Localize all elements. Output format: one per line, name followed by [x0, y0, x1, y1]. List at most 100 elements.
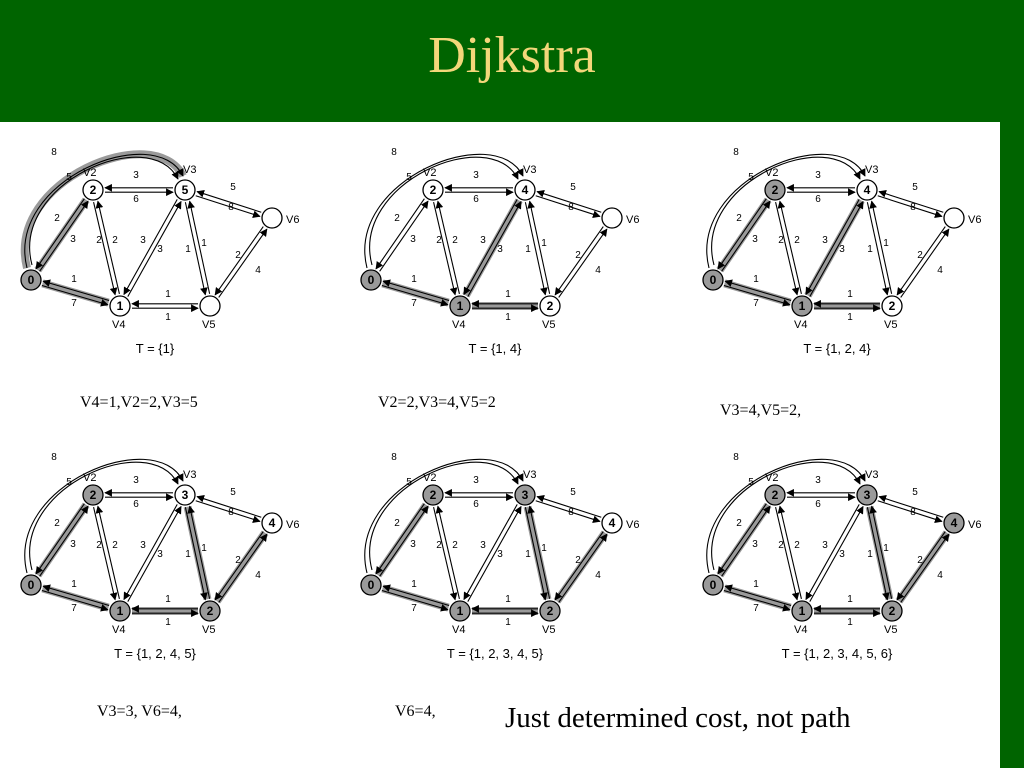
- vertex-distance: 3: [182, 488, 189, 502]
- edge-arrow: [777, 200, 802, 294]
- highlight-edge: [723, 584, 792, 612]
- graph-svg: 853658232233112417110V12V23V31V42V54V6T …: [0, 452, 299, 661]
- edge-arrow: [536, 190, 602, 213]
- vertex-distance: 4: [269, 516, 276, 530]
- edge-weight-label: 2: [54, 518, 60, 529]
- edge-weight-label: 3: [839, 244, 845, 255]
- vertex-distance: 2: [547, 604, 554, 618]
- edge-arrow: [195, 195, 261, 218]
- vertex-node: [856, 179, 878, 201]
- graph-panel-1: 853658232233112417110V12V25V31V4V5V6T = …: [0, 140, 325, 380]
- edge-weight-label: 4: [595, 265, 601, 276]
- visited-set-label: T = {1}: [136, 341, 175, 356]
- vertex-name: V3: [523, 164, 536, 176]
- edge-weight-label: 5: [570, 182, 576, 193]
- edge-weight-label: 2: [436, 235, 442, 246]
- edge-arrow: [95, 505, 120, 599]
- edge-weight-label: 2: [736, 518, 742, 529]
- vertex-node: [764, 179, 786, 201]
- edge-weight-label: 2: [794, 235, 800, 246]
- graph-panel-3: 853658232233112417110V12V24V31V42V5V6T =…: [669, 140, 1007, 380]
- edge-arrow: [866, 507, 890, 601]
- edge-arrow: [42, 584, 110, 607]
- highlight-edge: [716, 502, 772, 578]
- edge-arrow: [123, 504, 178, 601]
- edge-arrow: [717, 503, 767, 575]
- highlight-edge: [41, 279, 110, 307]
- edge-arrow: [39, 505, 89, 577]
- edge-arrow: [195, 500, 261, 523]
- edge-arrow: [724, 584, 792, 607]
- vertex-distance: 0: [710, 578, 717, 592]
- edge-weight-label: 1: [847, 617, 853, 628]
- edge-weight-label: 1: [71, 274, 77, 285]
- edge-weight-label: 1: [867, 549, 873, 560]
- edge-arrow: [463, 504, 518, 601]
- vertex-node: [449, 295, 471, 317]
- highlight-edge: [723, 279, 792, 307]
- edge-weight-label: 6: [133, 194, 139, 205]
- caption-2: V2=2,V3=4,V5=2: [378, 394, 496, 411]
- vertex-node: [514, 484, 536, 506]
- vertex-name: V6: [968, 519, 981, 531]
- edge-arrow: [375, 198, 425, 270]
- edge-weight-label: 8: [910, 507, 916, 518]
- edge-weight-label: 1: [753, 274, 759, 285]
- vertex-distance: 0: [710, 273, 717, 287]
- edge-weight-label: 5: [406, 477, 412, 488]
- vertex-distance: 2: [889, 299, 896, 313]
- vertex-node: [702, 269, 724, 291]
- edge-weight-label: 1: [753, 579, 759, 590]
- vertex-node: [881, 600, 903, 622]
- vertex-name: V4: [112, 624, 125, 636]
- edge-weight-label: 3: [822, 540, 828, 551]
- highlight-edge: [523, 505, 552, 601]
- edge-arrow: [123, 199, 178, 296]
- edge-weight-label: 5: [66, 477, 72, 488]
- edge-weight-label: 8: [228, 202, 234, 213]
- vertex-name: V6: [286, 519, 299, 531]
- edge-weight-label: 6: [473, 499, 479, 510]
- vertex-name: V3: [523, 469, 536, 481]
- vertex-node: [174, 179, 196, 201]
- vertex-node: [539, 295, 561, 317]
- edge-weight-label: 5: [912, 182, 918, 193]
- edge-weight-label: 1: [505, 289, 511, 300]
- edge-arrow: [777, 505, 802, 599]
- vertex-node: [943, 207, 965, 229]
- vertex-name: V3: [183, 469, 196, 481]
- vertex-name: V3: [183, 164, 196, 176]
- edge-arrow: [93, 507, 118, 601]
- vertex-node: [856, 484, 878, 506]
- edge-arrow: [93, 202, 118, 296]
- highlight-edge: [381, 584, 450, 612]
- edge-weight-label: 2: [96, 540, 102, 551]
- edge-weight-label: 3: [473, 170, 479, 181]
- vertex-distance: 1: [117, 299, 124, 313]
- vertex-name: V4: [112, 319, 125, 331]
- edge-weight-label: 2: [778, 235, 784, 246]
- edge-weight-label: 8: [391, 452, 397, 463]
- edge-arrow: [381, 284, 449, 307]
- highlight-edge: [553, 530, 609, 604]
- vertex-distance: 5: [182, 183, 189, 197]
- edge-weight-label: 2: [575, 250, 581, 261]
- edge-arc: [706, 458, 866, 574]
- edge-arrow: [536, 495, 602, 518]
- edge-arrow: [805, 504, 860, 601]
- edge-weight-label: 1: [883, 238, 889, 249]
- edge-arrow: [724, 279, 792, 302]
- edge-weight-label: 1: [71, 579, 77, 590]
- edge-weight-label: 3: [815, 170, 821, 181]
- edge-weight-label: 3: [497, 549, 503, 560]
- edge-arrow: [196, 495, 262, 518]
- vertex-distance: 0: [28, 578, 35, 592]
- edge-weight-label: 1: [201, 238, 207, 249]
- edge-weight-label: 2: [794, 540, 800, 551]
- vertex-node: [791, 600, 813, 622]
- edge-arrow: [877, 195, 943, 218]
- edge-weight-label: 8: [51, 452, 57, 463]
- edge-weight-label: 3: [133, 170, 139, 181]
- edge-weight-label: 3: [140, 540, 146, 551]
- vertex-node: [82, 179, 104, 201]
